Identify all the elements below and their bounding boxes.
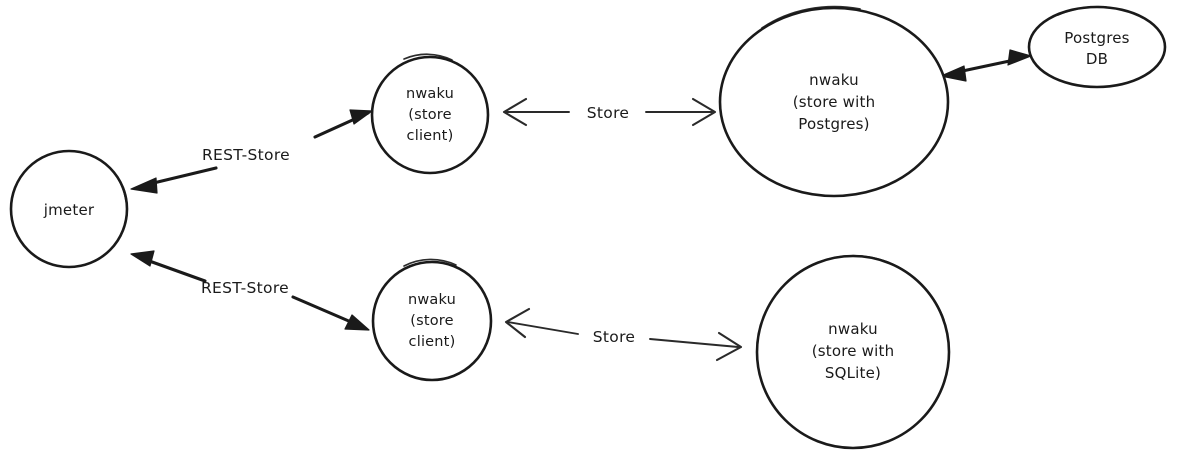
node-jmeter[interactable]: jmeter — [9, 149, 129, 269]
rest-store-bottom-right-shaft — [291, 295, 360, 327]
nwaku-store-client-bottom-label-line-1: nwaku — [408, 292, 456, 308]
nwaku-store-client-top-label-line-2: (store — [408, 107, 452, 123]
nwaku-store-postgres-label-line-3: Postgres) — [798, 115, 869, 133]
postgres-db-overdraw — [1057, 5, 1107, 16]
store-bottom-right-arrowhead — [715, 331, 743, 362]
edge-postgres-link[interactable] — [940, 49, 1032, 82]
edge-store-top[interactable]: Store — [502, 97, 717, 127]
nwaku-store-client-bottom-circle — [371, 260, 493, 382]
edge-rest-store-bottom[interactable]: REST-Store — [130, 250, 370, 331]
nwaku-store-client-bottom-overdraw — [403, 258, 457, 267]
nwaku-store-client-bottom-label-line-2: (store — [410, 313, 454, 329]
node-postgres-db[interactable]: Postgres DB — [1027, 5, 1167, 89]
nwaku-store-client-top-label-line-1: nwaku — [406, 86, 454, 102]
store-bottom-right-shaft — [649, 338, 739, 348]
edge-label-store-bottom: Store — [593, 328, 635, 346]
nwaku-store-postgres-label-line-1: nwaku — [809, 71, 859, 89]
rest-store-top-right-arrowhead — [349, 109, 373, 125]
edge-store-bottom[interactable]: Store — [504, 307, 743, 362]
edge-label-store-top: Store — [587, 104, 629, 122]
node-nwaku-store-client-top[interactable]: nwaku (store client) — [370, 53, 490, 175]
nwaku-store-client-top-circle — [370, 55, 490, 175]
jmeter-label: jmeter — [43, 201, 95, 219]
rest-store-bottom-left-arrowhead — [130, 250, 155, 267]
nwaku-store-client-bottom-label-line-3: client) — [409, 334, 456, 350]
node-nwaku-store-postgres[interactable]: nwaku (store with Postgres) — [718, 5, 950, 198]
postgres-link-right-arrowhead — [1007, 49, 1032, 66]
edge-rest-store-top[interactable]: REST-Store — [130, 109, 373, 194]
postgres-link-left-arrowhead — [940, 65, 967, 82]
nwaku-store-postgres-ellipse — [718, 6, 950, 198]
store-bottom-left-arrowhead — [504, 307, 531, 339]
node-nwaku-store-sqlite[interactable]: nwaku (store with SQLite) — [755, 254, 951, 450]
nwaku-store-postgres-label-line-2: (store with — [793, 93, 876, 111]
nwaku-store-sqlite-label-line-3: SQLite) — [825, 364, 881, 382]
nwaku-store-sqlite-overdraw — [799, 254, 945, 321]
postgres-db-ellipse — [1027, 5, 1167, 89]
store-top-left-arrowhead — [502, 97, 528, 127]
postgres-db-label-line-1: Postgres — [1064, 29, 1129, 47]
nwaku-store-postgres-overdraw — [761, 5, 861, 29]
store-bottom-left-shaft — [507, 321, 579, 335]
nwaku-store-client-top-label-line-3: client) — [407, 128, 454, 144]
nwaku-store-sqlite-label-line-2: (store with — [812, 342, 895, 360]
node-nwaku-store-client-bottom[interactable]: nwaku (store client) — [371, 258, 493, 382]
edge-label-rest-store-top: REST-Store — [202, 146, 290, 164]
rest-store-top-left-arrowhead — [130, 177, 158, 194]
postgres-db-label-line-2: DB — [1086, 50, 1108, 68]
nwaku-store-sqlite-label-line-1: nwaku — [828, 320, 878, 338]
store-top-right-arrowhead — [691, 97, 717, 127]
jmeter-circle-overdraw — [103, 162, 127, 202]
rest-store-bottom-right-arrowhead — [344, 314, 370, 331]
jmeter-circle — [9, 149, 129, 269]
nwaku-store-client-top-overdraw — [403, 53, 453, 61]
edge-label-rest-store-bottom: REST-Store — [201, 279, 289, 297]
